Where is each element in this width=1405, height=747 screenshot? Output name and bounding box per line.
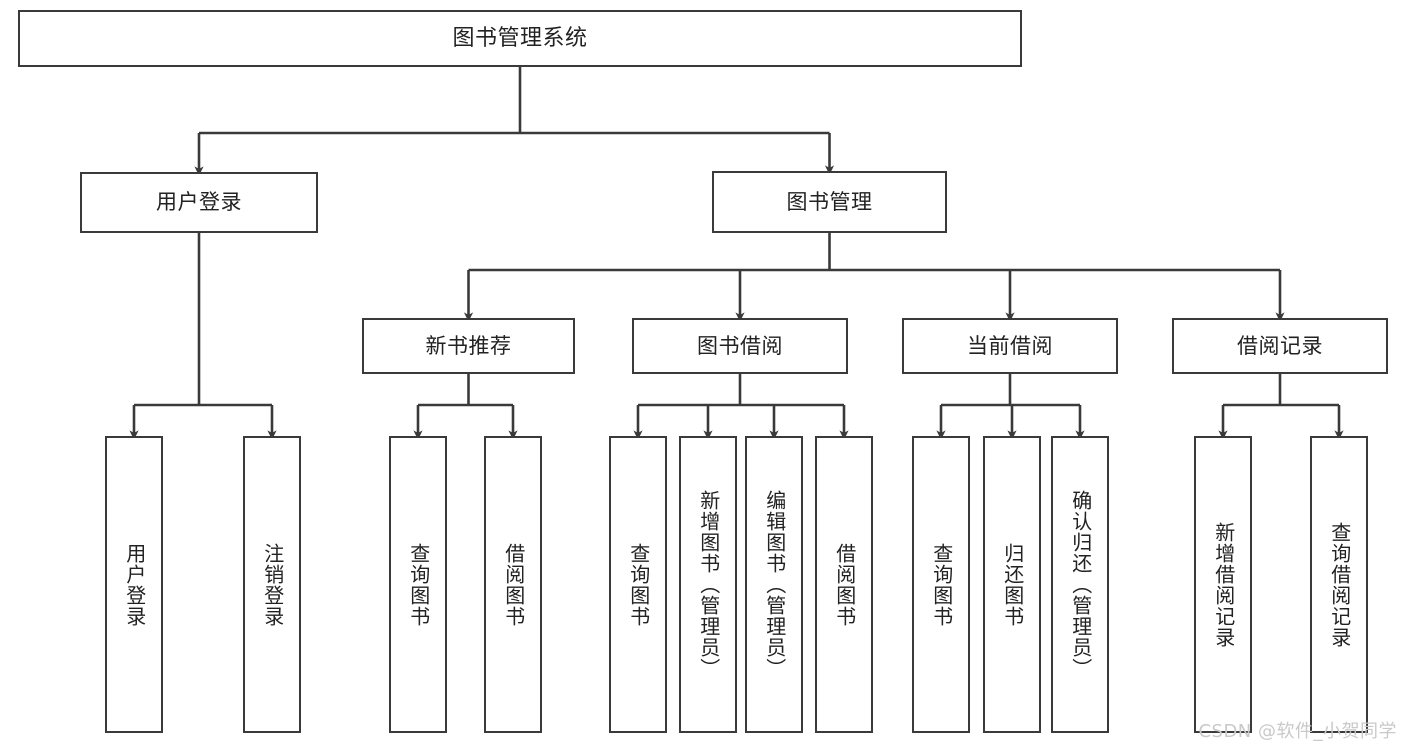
node-label: 查询借阅记录 <box>1327 521 1352 648</box>
node-label: 当前借阅 <box>967 333 1053 358</box>
node-label: 归还图书 <box>1000 542 1025 627</box>
node-label: 查询图书 <box>406 542 431 627</box>
node-l_rc_query[interactable]: 查询借阅记录 <box>1310 436 1368 733</box>
node-label: 借阅图书 <box>501 542 526 627</box>
node-label: 图书借阅 <box>697 333 783 358</box>
node-borrow[interactable]: 图书借阅 <box>632 318 848 374</box>
node-records[interactable]: 借阅记录 <box>1172 318 1388 374</box>
node-l_userlogin[interactable]: 用户登录 <box>105 436 163 733</box>
node-label: 图书管理系统 <box>452 25 588 51</box>
node-l_cu_return[interactable]: 归还图书 <box>983 436 1041 733</box>
node-label: 查询图书 <box>626 542 651 627</box>
node-l_nb_borrow[interactable]: 借阅图书 <box>484 436 542 733</box>
node-l_bw_borrow[interactable]: 借阅图书 <box>815 436 873 733</box>
node-l_bw_add[interactable]: 新增图书（管理员） <box>679 436 737 733</box>
node-l_rc_add[interactable]: 新增借阅记录 <box>1194 436 1252 733</box>
node-l_bw_edit[interactable]: 编辑图书（管理员） <box>745 436 803 733</box>
node-label: 新增图书（管理员） <box>696 490 721 679</box>
node-label: 图书管理 <box>786 189 873 214</box>
node-current[interactable]: 当前借阅 <box>902 318 1118 374</box>
node-label: 新书推荐 <box>425 333 512 358</box>
node-label: 确认归还（管理员） <box>1068 490 1093 679</box>
node-l_cu_query[interactable]: 查询图书 <box>912 436 970 733</box>
node-l_cu_confirm[interactable]: 确认归还（管理员） <box>1051 436 1109 733</box>
tree-edges <box>129 67 1344 440</box>
node-label: 借阅记录 <box>1237 333 1323 358</box>
node-label: 用户登录 <box>122 542 147 627</box>
node-label: 用户登录 <box>156 190 242 215</box>
node-label: 注销登录 <box>260 542 285 627</box>
node-label: 新增借阅记录 <box>1211 521 1236 648</box>
node-root[interactable]: 图书管理系统 <box>18 10 1022 67</box>
node-l_logout[interactable]: 注销登录 <box>243 436 301 733</box>
node-newbook[interactable]: 新书推荐 <box>362 318 575 374</box>
node-label: 借阅图书 <box>832 542 857 627</box>
node-login[interactable]: 用户登录 <box>80 172 318 233</box>
node-l_nb_query[interactable]: 查询图书 <box>389 436 447 733</box>
node-label: 查询图书 <box>929 542 954 627</box>
node-l_bw_query[interactable]: 查询图书 <box>609 436 667 733</box>
node-bookmgmt[interactable]: 图书管理 <box>712 171 947 233</box>
node-label: 编辑图书（管理员） <box>762 490 787 679</box>
